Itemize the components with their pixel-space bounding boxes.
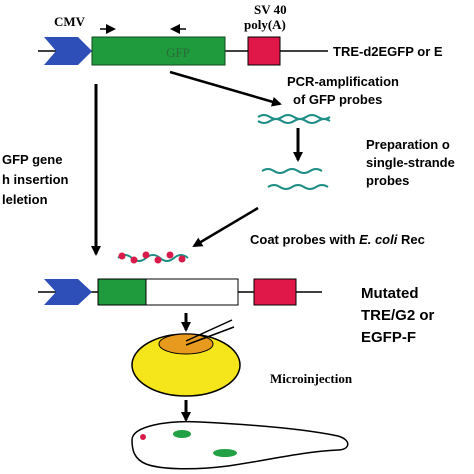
mutated-cmv-arrow bbox=[44, 279, 92, 305]
recA-bead bbox=[154, 256, 162, 264]
pcr-label-line2: of GFP probes bbox=[293, 92, 382, 107]
pcr-label-line1: PCR-amplification bbox=[287, 74, 399, 89]
recA-bead bbox=[118, 252, 126, 260]
gene-label-line2: h insertion bbox=[2, 172, 69, 187]
injection-needle-2 bbox=[185, 326, 235, 346]
ss-probe-strand-1 bbox=[261, 168, 323, 174]
prep-label-line2: single-strande bbox=[366, 155, 455, 170]
embryo-eye bbox=[140, 434, 146, 440]
mutated-gfp-green-segment bbox=[97, 278, 147, 306]
ds-probe-strand-bottom bbox=[257, 118, 331, 124]
microinjection-label: Microinjection bbox=[270, 371, 353, 386]
polyA-box bbox=[247, 36, 281, 66]
construct-name-label: TRE-d2EGFP or E bbox=[333, 44, 443, 59]
embryo-gfp-spot-1 bbox=[173, 430, 191, 438]
ss-probe-strand-2 bbox=[267, 184, 329, 190]
coat-label: Coat probes with E. coli Rec bbox=[250, 232, 425, 247]
mutated-label-line1: Mutated bbox=[361, 285, 419, 302]
prep-label-line3: probes bbox=[366, 173, 409, 188]
embryo-outline bbox=[131, 420, 349, 470]
sv40-label-line1: SV 40 bbox=[254, 2, 287, 17]
cmv-promoter-arrow bbox=[44, 37, 92, 65]
recA-bead bbox=[142, 251, 150, 259]
prep-label-line1: Preparation o bbox=[366, 137, 450, 152]
cmv-label: CMV bbox=[54, 14, 86, 29]
mutated-label-line2: TRE/G2 or bbox=[361, 307, 435, 324]
coat-arrow bbox=[192, 206, 259, 248]
injection-needle-1 bbox=[185, 319, 233, 342]
recA-bead bbox=[166, 251, 174, 259]
coated-probe-strand bbox=[117, 254, 189, 262]
gene-label-line1: GFP gene bbox=[2, 152, 62, 167]
ds-probe-strand-top bbox=[257, 114, 331, 120]
embryo-gfp-spot-2 bbox=[213, 449, 237, 457]
pcr-arrow bbox=[169, 70, 282, 107]
mutated-gfp-insertion-segment bbox=[145, 278, 239, 306]
gfp-gene-box bbox=[91, 36, 226, 66]
egg-cell bbox=[158, 333, 214, 355]
sv40-label-line2: poly(A) bbox=[244, 17, 286, 32]
gfp-box-label: GFP bbox=[166, 45, 190, 60]
mutated-label-line3: EGFP-F bbox=[361, 329, 416, 346]
mutated-polyA-box bbox=[253, 278, 297, 306]
gene-label-line3: leletion bbox=[2, 192, 48, 207]
recA-bead bbox=[130, 256, 138, 264]
recA-bead bbox=[178, 255, 186, 263]
